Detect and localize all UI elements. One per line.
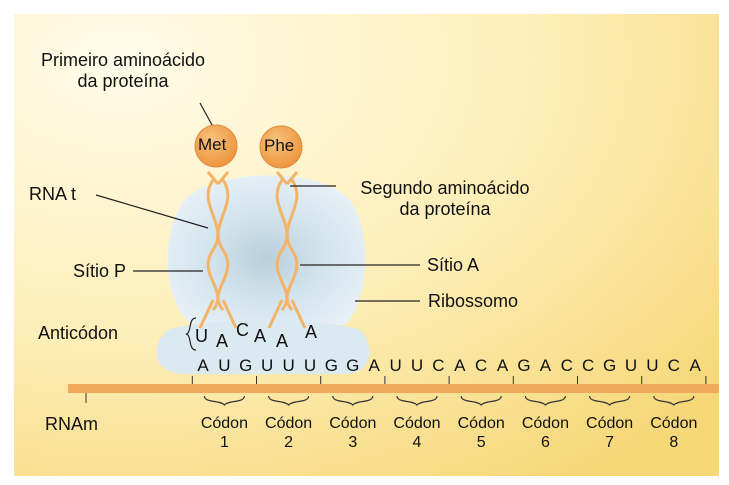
anticodon-base: A: [276, 331, 288, 352]
codon-word: Códon: [448, 414, 514, 433]
mrna-base: C: [578, 356, 598, 376]
anticodon-base: U: [195, 326, 208, 347]
trna-label: RNA t: [29, 184, 76, 205]
mrna-base: C: [428, 356, 448, 376]
mrna-base: U: [642, 356, 662, 376]
codon-word: Códon: [512, 414, 578, 433]
first-amino-acid-label-line2: da proteína: [18, 71, 228, 92]
anticodon-base: A: [216, 331, 228, 352]
codon-number: 3: [320, 433, 386, 452]
first-amino-acid-label-line1: Primeiro aminoácido: [18, 50, 228, 71]
mrna-base: U: [300, 356, 320, 376]
codon-number: 5: [448, 433, 514, 452]
codon-word: Códon: [577, 414, 643, 433]
codon-word: Códon: [256, 414, 322, 433]
amino-acid-phe-label: Phe: [264, 136, 294, 156]
mrna-base: A: [493, 356, 513, 376]
anticodon-base: A: [254, 326, 266, 347]
anticodon-base: C: [236, 320, 249, 341]
second-amino-acid-label: Segundo aminoácido da proteína: [330, 178, 560, 220]
codon-number: 4: [384, 433, 450, 452]
codon-word: Códon: [384, 414, 450, 433]
mrna-base: A: [535, 356, 555, 376]
mrna-base: U: [386, 356, 406, 376]
ribosome-label: Ribossomo: [428, 291, 518, 312]
mrna-label: RNAm: [45, 414, 98, 435]
codon-number: 6: [512, 433, 578, 452]
codon-number: 7: [577, 433, 643, 452]
codon-number: 1: [191, 433, 257, 452]
mrna-base: A: [364, 356, 384, 376]
mrna-base: G: [600, 356, 620, 376]
mrna-base: U: [407, 356, 427, 376]
mrna-base: U: [621, 356, 641, 376]
mrna-base: C: [664, 356, 684, 376]
anticodon-base: A: [305, 322, 317, 343]
mrna-base: G: [321, 356, 341, 376]
codon-word: Códon: [320, 414, 386, 433]
first-amino-acid-label: Primeiro aminoácido da proteína: [18, 50, 228, 92]
anticodon-label: Anticódon: [38, 323, 118, 344]
site-a-label: Sítio A: [427, 255, 479, 276]
second-amino-acid-label-line2: da proteína: [330, 199, 560, 220]
mrna-base: U: [214, 356, 234, 376]
mrna-base: U: [279, 356, 299, 376]
codon-word: Códon: [641, 414, 707, 433]
mrna-base: G: [343, 356, 363, 376]
mrna-base: C: [471, 356, 491, 376]
second-amino-acid-label-line1: Segundo aminoácido: [330, 178, 560, 199]
mrna-base: G: [236, 356, 256, 376]
mrna-strand: [68, 384, 719, 393]
mrna-base: C: [557, 356, 577, 376]
mrna-base: A: [193, 356, 213, 376]
mrna-base: G: [514, 356, 534, 376]
mrna-base: A: [685, 356, 705, 376]
codon-number: 2: [256, 433, 322, 452]
codon-number: 8: [641, 433, 707, 452]
mrna-base: U: [257, 356, 277, 376]
codon-word: Códon: [191, 414, 257, 433]
site-p-label: Sítio P: [73, 261, 126, 282]
mrna-base: A: [450, 356, 470, 376]
amino-acid-met-label: Met: [198, 135, 226, 155]
